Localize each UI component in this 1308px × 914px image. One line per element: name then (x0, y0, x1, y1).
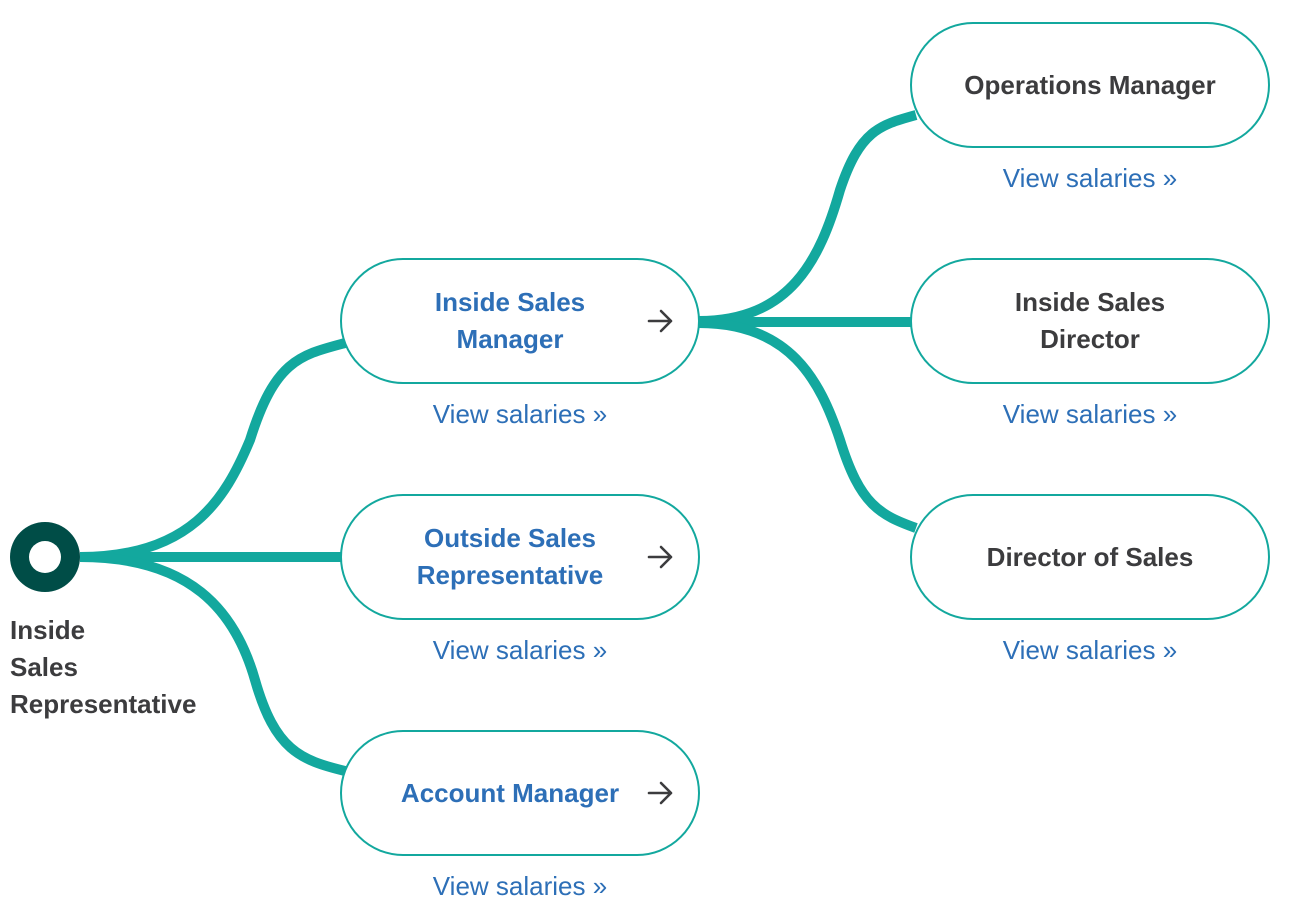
career-node-title-line: Inside Sales (1014, 287, 1166, 317)
career-node-title-line: Operations Manager (964, 69, 1216, 100)
career-node-title-line: Outside Sales (424, 523, 596, 553)
career-node-title: Inside Sales Director (942, 260, 1238, 382)
career-node-title-line: Inside Sales (434, 287, 586, 317)
arrow-right-icon[interactable] (646, 306, 676, 336)
view-salaries-link-outside-sales-representative[interactable]: View salaries » (432, 635, 608, 665)
view-salaries-link-operations-manager[interactable]: View salaries » (1002, 163, 1178, 193)
connector-manager-to-director-of-sales (698, 318, 918, 533)
career-node-outside-sales-representative[interactable]: Outside Sales Representative (340, 494, 700, 620)
career-node-operations-manager: Operations Manager (910, 22, 1270, 148)
origin-job-title: Inside Sales Representative (10, 612, 230, 723)
career-node-title-line: Representative (416, 560, 604, 590)
career-node-director-of-sales: Director of Sales (910, 494, 1270, 620)
origin-title-line: Sales (10, 652, 78, 682)
view-salaries-link-account-manager[interactable]: View salaries » (432, 871, 608, 901)
connector-origin-to-inside-sales-manager (79, 338, 347, 562)
connector-manager-to-operations-manager (698, 110, 918, 326)
career-node-title-line: Director (1040, 324, 1140, 354)
career-node-title-line: Director of Sales (986, 541, 1194, 572)
arrow-right-icon[interactable] (646, 778, 676, 808)
career-node-inside-sales-manager[interactable]: Inside Sales Manager (340, 258, 700, 384)
career-node-account-manager[interactable]: Account Manager (340, 730, 700, 856)
origin-node-hole (29, 541, 61, 573)
arrow-right-icon[interactable] (646, 542, 676, 572)
career-node-title: Outside Sales Representative (382, 496, 638, 618)
connector-origin-to-account-manager (79, 552, 347, 776)
career-node-title-line: Account Manager (400, 777, 620, 808)
view-salaries-link-director-of-sales[interactable]: View salaries » (1002, 635, 1178, 665)
career-node-title: Director of Sales (942, 496, 1238, 618)
career-node-inside-sales-director: Inside Sales Director (910, 258, 1270, 384)
origin-title-line: Representative (10, 689, 197, 719)
view-salaries-link-inside-sales-director[interactable]: View salaries » (1002, 399, 1178, 429)
view-salaries-link-inside-sales-manager[interactable]: View salaries » (432, 399, 608, 429)
career-node-title: Operations Manager (942, 24, 1238, 146)
origin-node-marker (10, 522, 80, 592)
career-node-title-line: Manager (456, 324, 564, 354)
career-node-title: Account Manager (382, 732, 638, 854)
origin-title-line: Inside (10, 615, 86, 645)
career-node-title: Inside Sales Manager (382, 260, 638, 382)
